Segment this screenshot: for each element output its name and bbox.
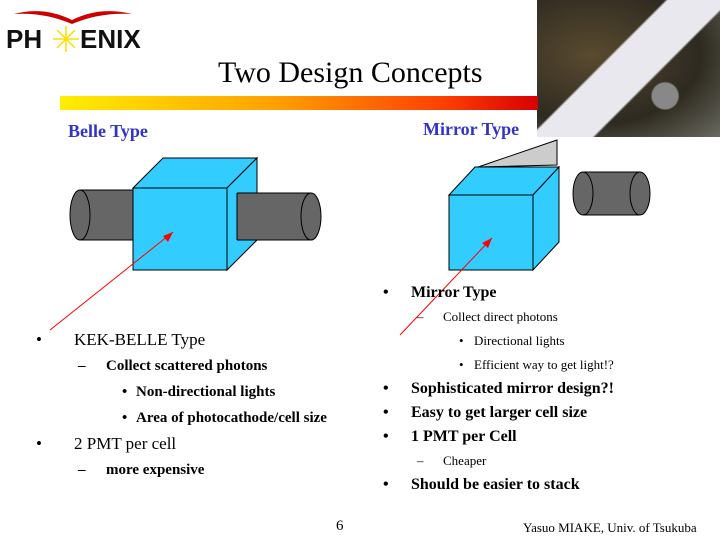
cube	[447, 165, 561, 272]
list-item: Efficient way to get light!?	[383, 353, 614, 377]
detector-photo	[537, 0, 720, 137]
title-gradient-bar	[60, 96, 538, 110]
pmt	[572, 171, 651, 216]
list-item: Sophisticated mirror design?!	[383, 377, 614, 401]
belle-diagram	[49, 156, 322, 331]
belle-type-heading: Belle Type	[68, 121, 148, 141]
list-item: Easy to get larger cell size	[383, 401, 614, 425]
svg-text:ENIX: ENIX	[80, 24, 141, 52]
page-title: Two Design Concepts	[218, 56, 483, 89]
list-item: Directional lights	[383, 329, 614, 353]
footer-author: Yasuo MIAKE, Univ. of Tsukuba	[523, 520, 697, 535]
arrow	[49, 231, 174, 331]
mirror	[477, 139, 558, 168]
list-item: Should be easier to stack	[383, 473, 614, 497]
list-item: Area of photocathode/cell size	[36, 405, 327, 431]
list-item: KEK-BELLE Type	[36, 327, 327, 353]
mirror-bullet-list: Mirror Type Collect direct photons Direc…	[383, 281, 614, 497]
pmt-left	[69, 189, 135, 241]
list-item: Mirror Type	[383, 281, 614, 305]
list-item: Non-directional lights	[36, 379, 327, 405]
belle-bullet-list: KEK-BELLE Type Collect scattered photons…	[36, 327, 327, 483]
phoenix-logo: PH ENIX	[6, 11, 141, 52]
list-item: Collect direct photons	[383, 305, 614, 329]
page-number: 6	[336, 518, 344, 534]
svg-text:PH: PH	[6, 24, 42, 52]
mirror-type-heading: Mirror Type	[423, 119, 520, 139]
list-item: Cheaper	[383, 449, 614, 473]
mirror-diagram	[399, 139, 651, 336]
list-item: more expensive	[36, 457, 327, 483]
list-item: Collect scattered photons	[36, 353, 327, 379]
list-item: 2 PMT per cell	[36, 431, 327, 457]
pmt-right	[236, 192, 322, 241]
list-item: 1 PMT per Cell	[383, 425, 614, 449]
